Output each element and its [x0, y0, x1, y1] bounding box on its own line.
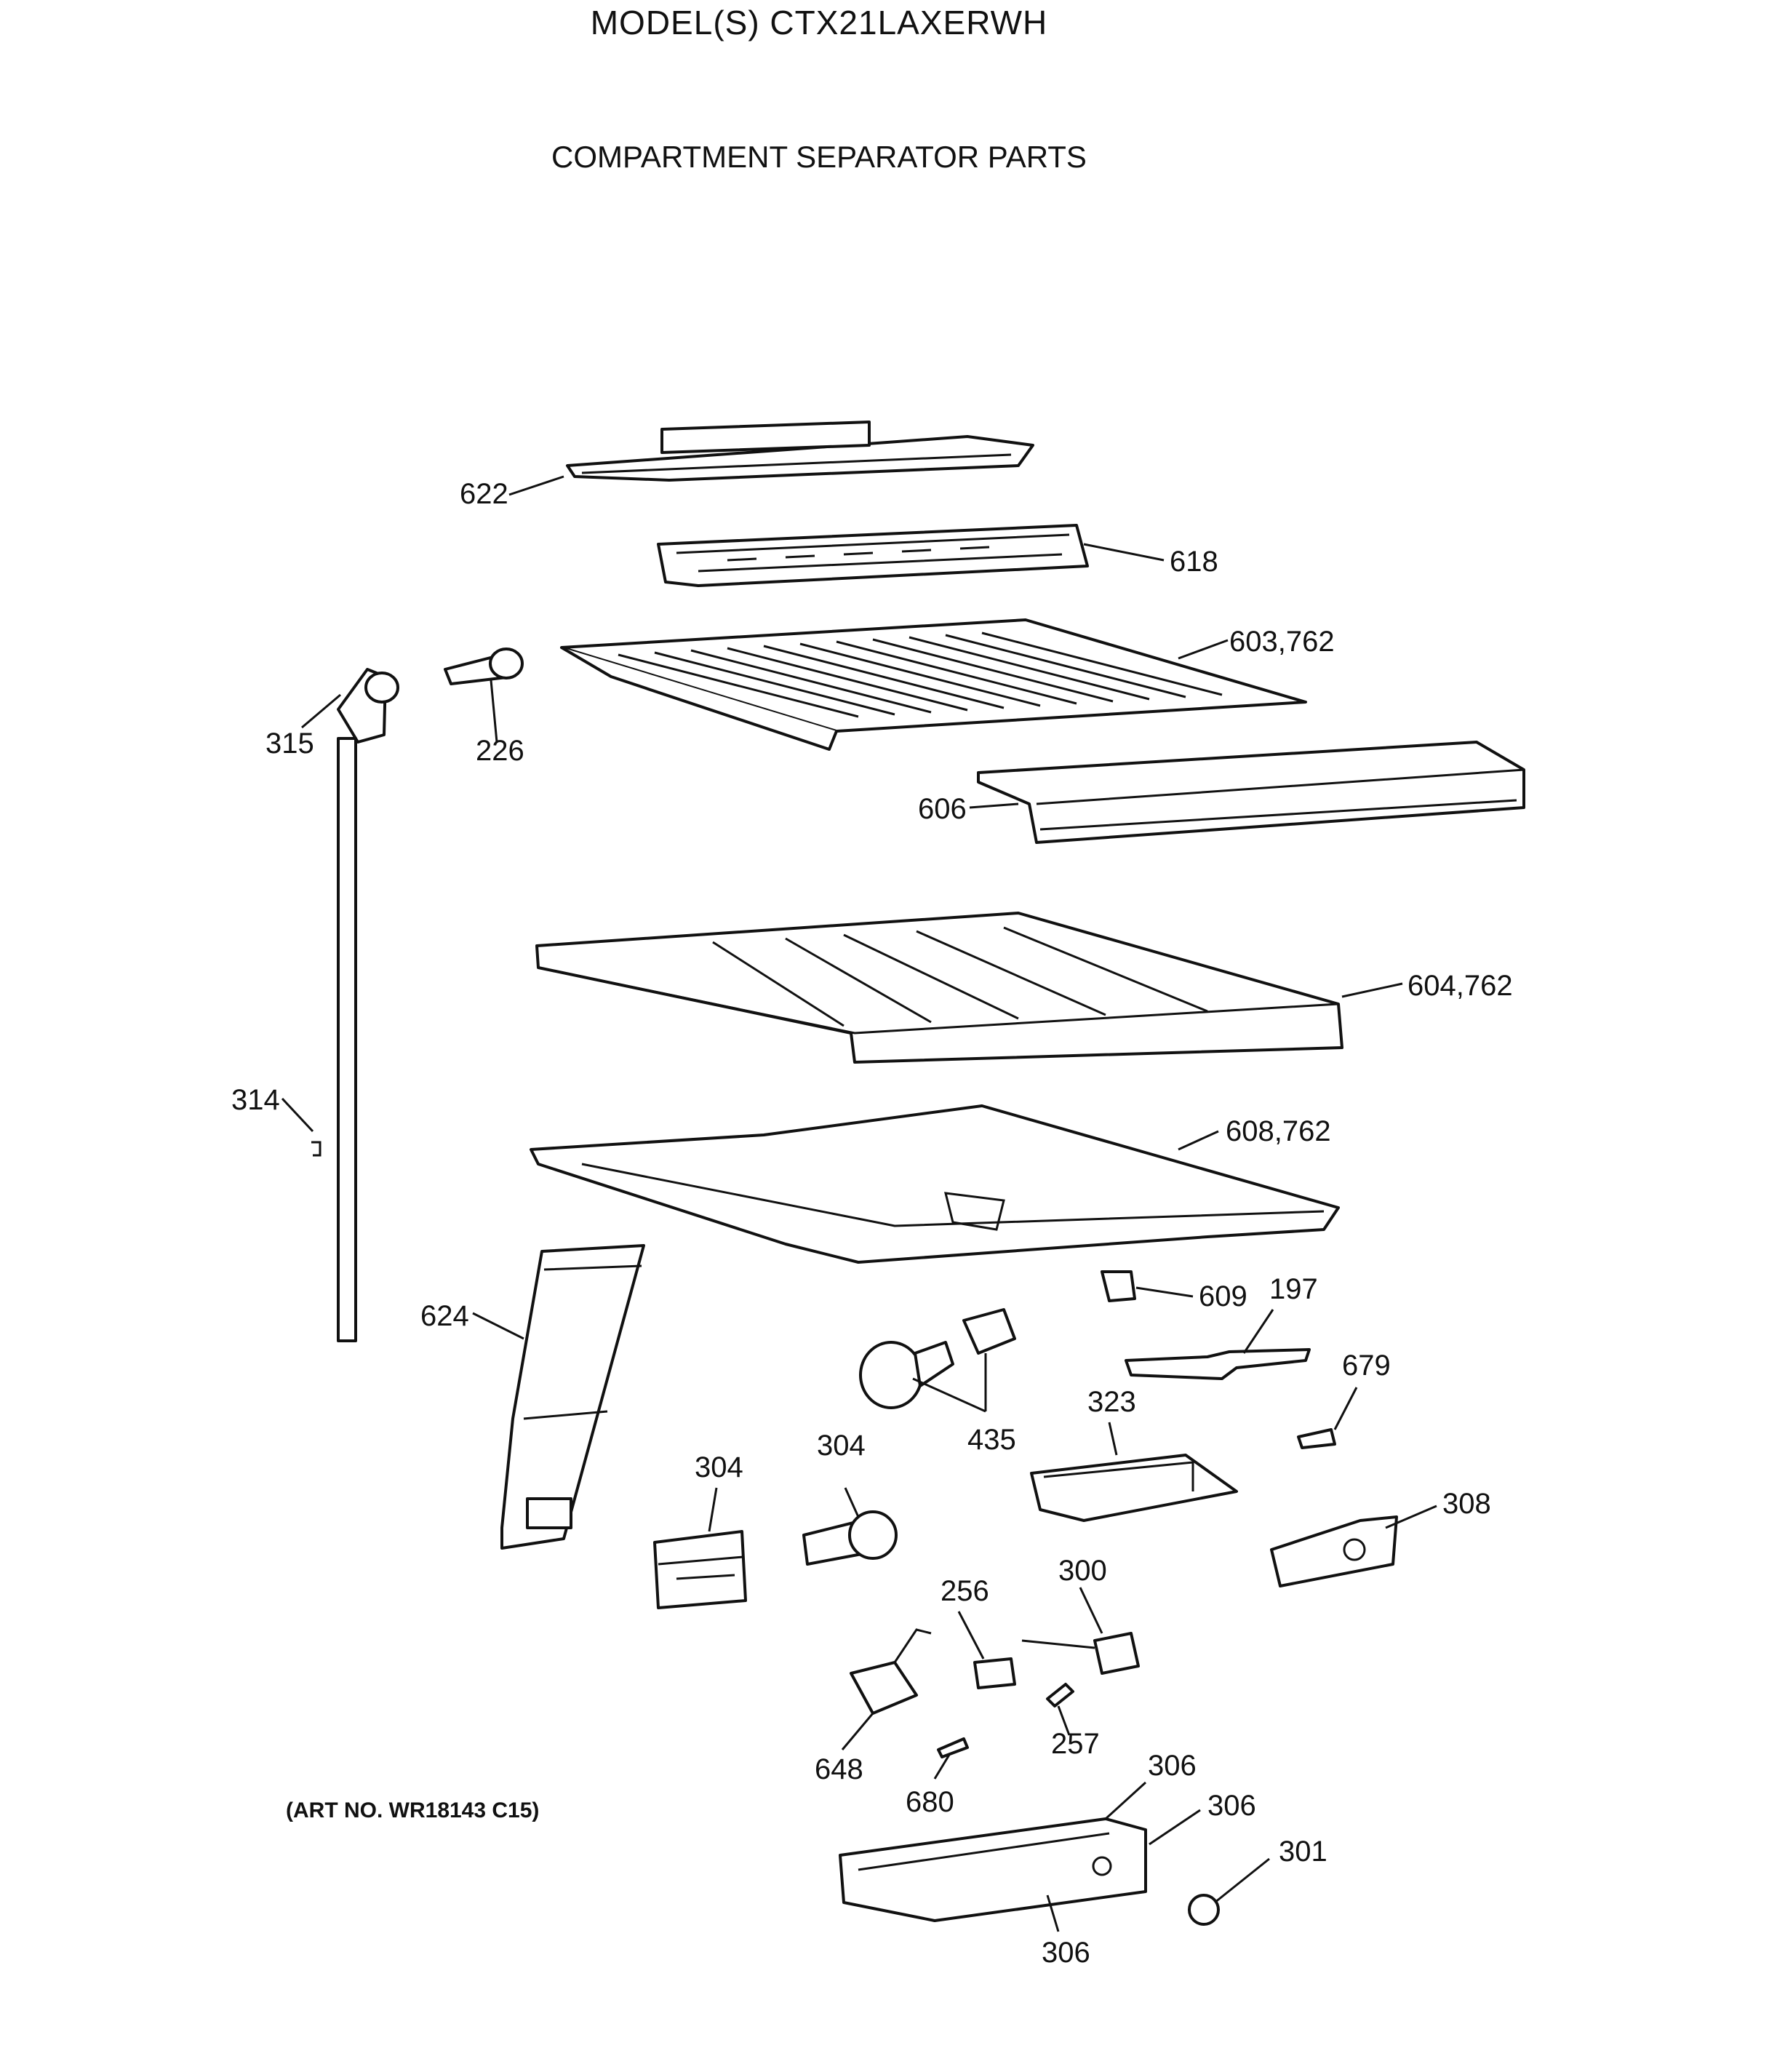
callout-609: 609: [1199, 1280, 1247, 1312]
part-306-control-housing: [839, 1817, 1147, 1922]
part-304-housing: [653, 1530, 747, 1609]
callout-304-right: 304: [817, 1430, 866, 1462]
callout-257: 257: [1051, 1728, 1100, 1760]
callout-618: 618: [1170, 546, 1218, 578]
callout-315: 315: [265, 728, 314, 760]
part-679-screw: [1297, 1428, 1336, 1449]
part-680-screw: [937, 1737, 969, 1758]
part-300-thermostat: [1021, 1632, 1140, 1675]
callout-306-upper: 306: [1148, 1750, 1197, 1782]
part-256-switch: [973, 1657, 1016, 1689]
part-604-separator: [535, 912, 1343, 1064]
callout-648: 648: [815, 1753, 863, 1785]
callout-306-right: 306: [1207, 1790, 1256, 1822]
callout-306-lower: 306: [1042, 1937, 1090, 1969]
callout-680: 680: [906, 1786, 954, 1818]
callout-304-left: 304: [695, 1451, 743, 1483]
part-314-rod: [311, 737, 357, 1342]
part-435-socket: [962, 1308, 1016, 1355]
model-title: MODEL(S) CTX21LAXERWH: [590, 4, 1048, 41]
callout-622: 622: [460, 478, 508, 510]
callout-226: 226: [476, 735, 524, 767]
callout-300: 300: [1058, 1555, 1107, 1587]
callout-608-762: 608,762: [1226, 1115, 1331, 1147]
part-606-front-trim: [977, 741, 1525, 844]
part-435-bulb: [859, 1341, 954, 1409]
callout-624: 624: [420, 1300, 469, 1332]
part-323-control-bracket: [1030, 1454, 1238, 1522]
part-608-separator-base: [530, 1104, 1340, 1264]
callout-308: 308: [1442, 1488, 1491, 1520]
callout-256: 256: [941, 1575, 989, 1607]
part-315-rod-top: [337, 668, 399, 744]
part-308-plate: [1270, 1515, 1398, 1587]
part-257-screw: [1046, 1683, 1074, 1708]
part-609-clip: [1101, 1270, 1136, 1302]
callout-606: 606: [918, 793, 967, 825]
part-624-side-panel: [500, 1244, 645, 1550]
part-197-strip: [1125, 1348, 1311, 1380]
callout-603-762: 603,762: [1229, 626, 1335, 658]
part-622-cover: [566, 421, 1034, 482]
leader-lines: [281, 475, 1437, 1932]
callout-679: 679: [1342, 1350, 1391, 1382]
part-304-control: [802, 1510, 898, 1566]
part-226-knob: [444, 648, 524, 685]
callout-604-762: 604,762: [1407, 970, 1513, 1002]
callout-301: 301: [1279, 1836, 1327, 1868]
diagram-subtitle: COMPARTMENT SEPARATOR PARTS: [551, 140, 1087, 174]
part-618-bracket: [657, 524, 1089, 587]
callout-435: 435: [967, 1424, 1016, 1456]
art-number: (ART NO. WR18143 C15): [286, 1798, 540, 1822]
callout-314: 314: [231, 1084, 280, 1116]
callout-labels: 622 618 603,762 315 226 606 604,762 314 …: [231, 478, 1513, 1969]
callout-197: 197: [1269, 1273, 1318, 1305]
part-301-knob: [1188, 1894, 1220, 1926]
part-648-relay: [850, 1628, 932, 1715]
part-603-shelf: [560, 618, 1307, 751]
callout-323: 323: [1087, 1386, 1136, 1418]
